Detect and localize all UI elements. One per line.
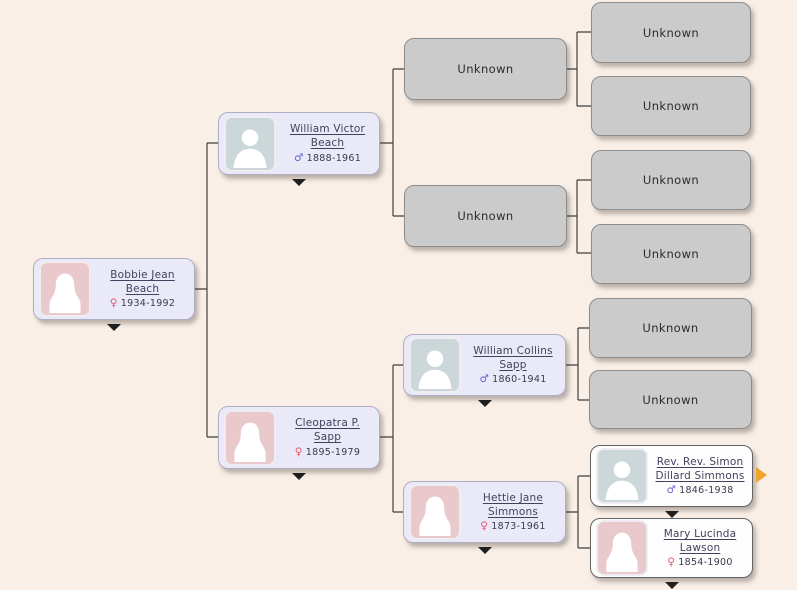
unknown-label: Unknown xyxy=(457,62,514,76)
male-gender-icon: ♂ xyxy=(479,373,490,386)
unknown-label: Unknown xyxy=(642,173,700,187)
unknown-label: Unknown xyxy=(457,209,514,223)
male-gender-icon: ♂ xyxy=(293,151,304,164)
male-silhouette-icon[interactable] xyxy=(596,448,648,504)
person-card-maternal-grandfather[interactable]: William Collins Sapp ♂ 1860-1941 xyxy=(403,334,566,407)
female-silhouette-icon[interactable] xyxy=(409,484,461,540)
person-card-great-grandmother-lawson[interactable]: Mary Lucinda Lawson ♀ 1854-1900 xyxy=(590,518,753,589)
expand-ancestors-icon[interactable] xyxy=(756,467,767,483)
person-name-link[interactable]: Hettie Jane Simmons xyxy=(482,491,544,518)
collapse-toggle-icon[interactable] xyxy=(292,473,306,480)
female-gender-icon: ♀ xyxy=(667,556,676,569)
unknown-card-paternal-grandmother[interactable]: Unknown xyxy=(404,185,567,247)
person-name-link[interactable]: Mary Lucinda Lawson xyxy=(663,527,737,554)
unknown-label: Unknown xyxy=(642,321,699,335)
unknown-label: Unknown xyxy=(642,247,700,261)
female-silhouette-icon[interactable] xyxy=(224,409,276,466)
person-dates: 1934-1992 xyxy=(120,298,176,310)
person-card-mother[interactable]: Cleopatra P. Sapp ♀ 1895-1979 xyxy=(218,406,380,480)
unknown-card-great-grandparent-3[interactable]: Unknown xyxy=(591,150,751,210)
person-dates: 1873-1961 xyxy=(491,521,546,533)
male-silhouette-icon[interactable] xyxy=(409,337,461,393)
male-silhouette-icon[interactable] xyxy=(224,115,276,172)
unknown-card-paternal-grandfather[interactable]: Unknown xyxy=(404,38,567,100)
person-dates: 1888-1961 xyxy=(306,152,362,164)
person-dates: 1854-1900 xyxy=(678,557,733,569)
unknown-card-great-grandparent-1[interactable]: Unknown xyxy=(591,2,751,63)
person-card-self[interactable]: Bobbie Jean Beach ♀ 1934-1992 xyxy=(33,258,195,331)
collapse-toggle-icon[interactable] xyxy=(107,324,121,331)
collapse-toggle-icon[interactable] xyxy=(477,400,492,407)
female-silhouette-icon[interactable] xyxy=(39,261,91,317)
person-name-link[interactable]: Cleopatra P. Sapp xyxy=(295,417,360,443)
unknown-label: Unknown xyxy=(642,25,700,40)
female-silhouette-icon[interactable] xyxy=(596,520,648,576)
unknown-label: Unknown xyxy=(642,392,699,407)
collapse-toggle-icon[interactable] xyxy=(664,511,679,518)
person-dates: 1846-1938 xyxy=(679,485,734,497)
collapse-toggle-icon[interactable] xyxy=(477,547,492,554)
person-dates: 1895-1979 xyxy=(305,446,361,458)
person-card-father[interactable]: William Victor Beach ♂ 1888-1961 xyxy=(218,112,380,186)
unknown-card-sapp-great-grandfather[interactable]: Unknown xyxy=(589,298,752,358)
collapse-toggle-icon[interactable] xyxy=(292,179,306,186)
person-name-link[interactable]: Rev. Rev. Simon Dillard Simmons xyxy=(655,455,745,482)
person-name-link[interactable]: Bobbie Jean Beach xyxy=(110,268,175,295)
person-name-link[interactable]: William Victor Beach xyxy=(289,123,366,149)
person-name-link[interactable]: William Collins Sapp xyxy=(473,344,553,371)
collapse-toggle-icon[interactable] xyxy=(664,582,679,589)
unknown-card-great-grandparent-4[interactable]: Unknown xyxy=(591,224,751,284)
female-gender-icon: ♀ xyxy=(109,297,118,310)
person-card-great-grandfather-simmons[interactable]: Rev. Rev. Simon Dillard Simmons ♂ 1846-1… xyxy=(590,445,753,518)
unknown-label: Unknown xyxy=(642,99,700,113)
person-card-maternal-grandmother[interactable]: Hettie Jane Simmons ♀ 1873-1961 xyxy=(403,481,566,554)
person-dates: 1860-1941 xyxy=(492,374,547,386)
female-gender-icon: ♀ xyxy=(480,520,489,533)
male-gender-icon: ♂ xyxy=(666,484,677,497)
female-gender-icon: ♀ xyxy=(294,445,303,458)
unknown-card-sapp-great-grandmother[interactable]: Unknown xyxy=(589,370,752,429)
unknown-card-great-grandparent-2[interactable]: Unknown xyxy=(591,76,751,136)
